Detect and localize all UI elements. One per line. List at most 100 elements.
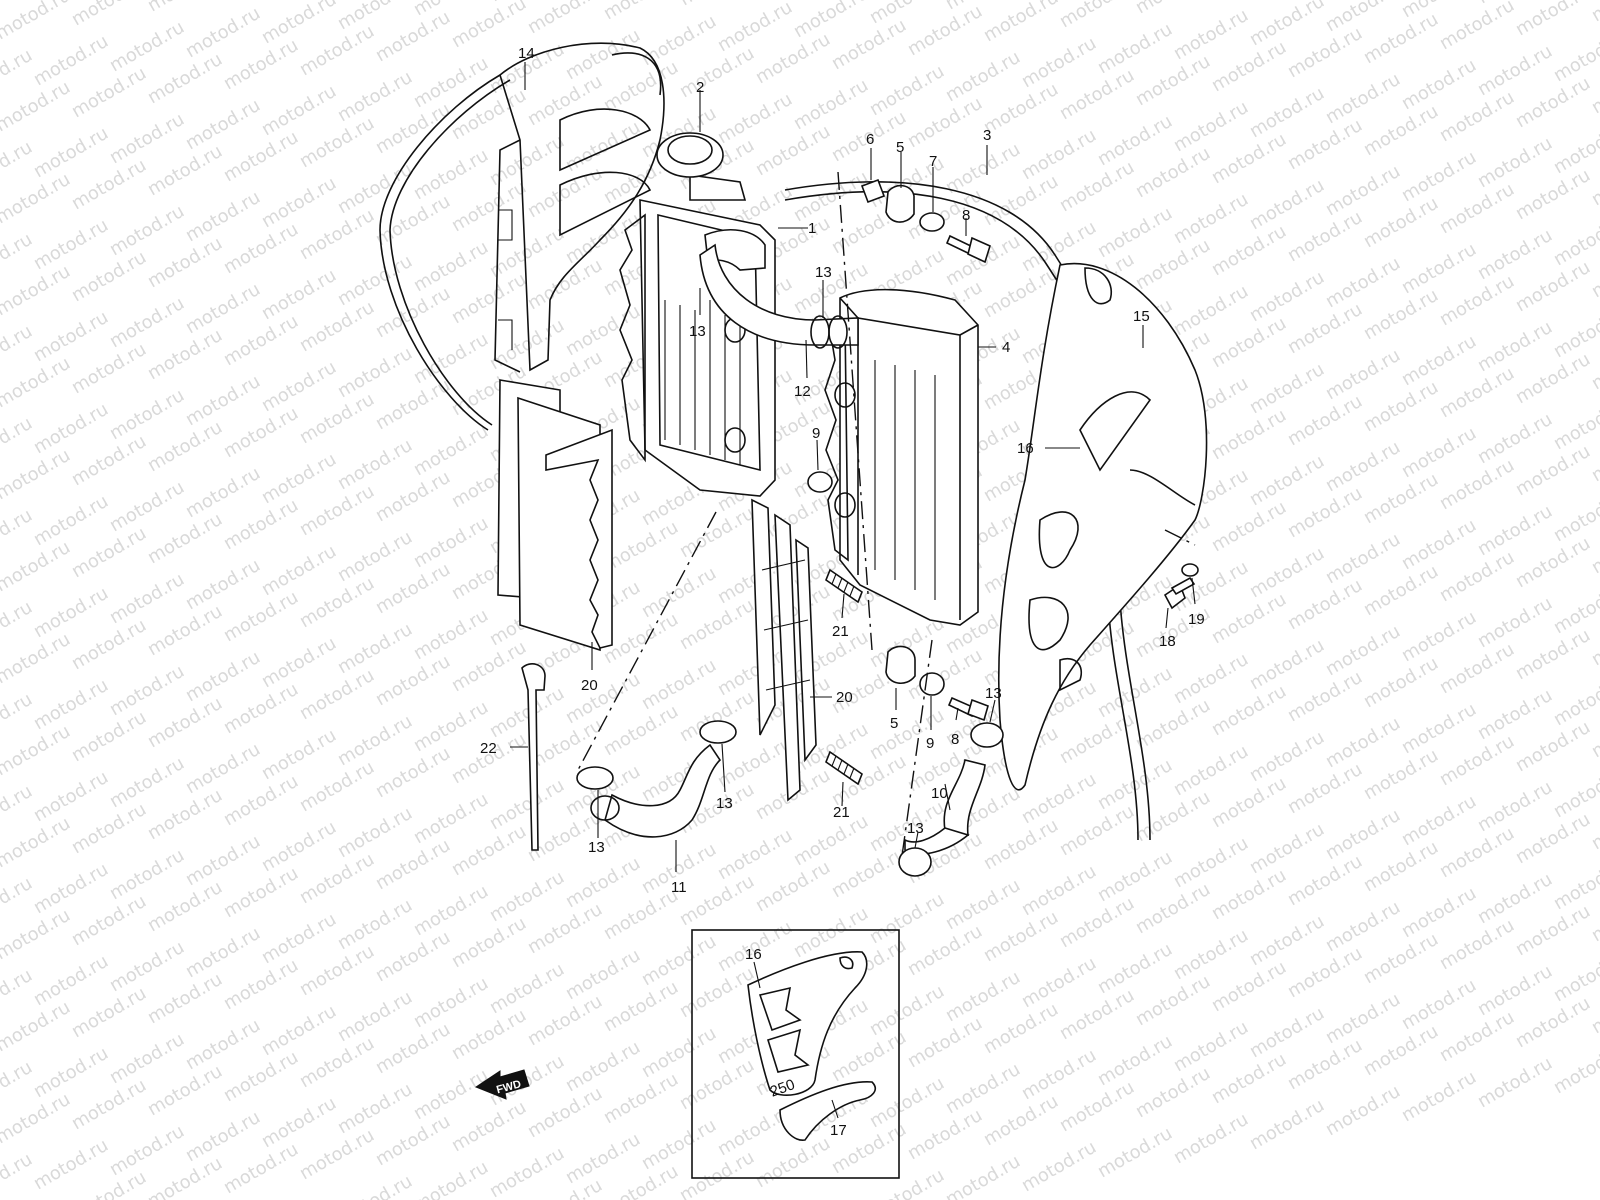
watermark-text: motod.ru xyxy=(600,1069,682,1128)
watermark-text: motod.ru xyxy=(1056,893,1138,952)
callout-13: 13 xyxy=(716,795,733,812)
watermark-text: motod.ru xyxy=(1284,1035,1366,1094)
watermark-text: motod.ru xyxy=(68,0,150,30)
watermark-text: motod.ru xyxy=(1360,837,1442,896)
watermark-text: motod.ru xyxy=(942,1059,1024,1118)
callout-20: 20 xyxy=(581,677,598,694)
watermark-text: motod.ru xyxy=(0,1149,36,1200)
watermark-text: motod.ru xyxy=(182,1015,264,1074)
callout-3: 3 xyxy=(983,127,991,144)
watermark-text: motod.ru xyxy=(220,1139,302,1198)
watermark-text: motod.ru xyxy=(182,187,264,246)
watermark-text: motod.ru xyxy=(1208,957,1290,1016)
watermark-text: motod.ru xyxy=(1322,437,1404,496)
watermark-text: motod.ru xyxy=(334,67,416,126)
watermark-text: motod.ru xyxy=(220,127,302,186)
watermark-text: motod.ru xyxy=(296,481,378,540)
watermark-text: motod.ru xyxy=(1436,179,1518,238)
watermark-text: motod.ru xyxy=(258,633,340,692)
watermark-text: motod.ru xyxy=(144,601,226,660)
watermark-text: motod.ru xyxy=(220,219,302,278)
watermark-text: motod.ru xyxy=(1094,111,1176,170)
watermark-text: motod.ru xyxy=(486,315,568,374)
watermark-text: motod.ru xyxy=(30,1043,112,1102)
watermark-text: motod.ru xyxy=(1474,961,1556,1020)
watermark-text: motod.ru xyxy=(334,895,416,954)
watermark-text: motod.ru xyxy=(828,843,910,902)
watermark-text: motod.ru xyxy=(258,725,340,784)
watermark-text: motod.ru xyxy=(144,693,226,752)
watermark-text: motod.ru xyxy=(1474,41,1556,100)
watermark-text: motod.ru xyxy=(562,117,644,176)
watermark-text: motod.ru xyxy=(562,209,644,268)
watermark-text: motod.ru xyxy=(1208,37,1290,96)
callout-13: 13 xyxy=(689,323,706,340)
callout-21: 21 xyxy=(832,623,849,640)
watermark-text: motod.ru xyxy=(334,159,416,218)
watermark-text: motod.ru xyxy=(144,1061,226,1120)
watermark-text: motod.ru xyxy=(182,647,264,706)
watermark-text: motod.ru xyxy=(144,233,226,292)
watermark-text: motod.ru xyxy=(1246,359,1328,418)
watermark-text: motod.ru xyxy=(562,25,644,84)
watermark-text: motod.ru xyxy=(1208,405,1290,464)
watermark-text: motod.ru xyxy=(1132,51,1214,110)
watermark-text: motod.ru xyxy=(1132,879,1214,938)
watermark-text: motod.ru xyxy=(790,0,872,42)
watermark-text: motod.ru xyxy=(1284,299,1366,358)
watermark-text: motod.ru xyxy=(220,311,302,370)
watermark-text: motod.ru xyxy=(1246,267,1328,326)
watermark-text: motod.ru xyxy=(1284,115,1366,174)
watermark-text: motod.ru xyxy=(752,857,834,916)
watermark-text: motod.ru xyxy=(106,845,188,904)
watermark-text: motod.ru xyxy=(334,251,416,310)
lower-hose-part-11 xyxy=(576,720,737,838)
watermark-text: motod.ru xyxy=(1512,165,1594,224)
watermark-text: motod.ru xyxy=(1436,0,1518,54)
watermark-text: motod.ru xyxy=(904,645,986,704)
watermark-text: motod.ru xyxy=(1284,667,1366,726)
radiator-cover-right-part-20 xyxy=(751,498,817,802)
watermark-text: motod.ru xyxy=(410,145,492,204)
watermark-text: motod.ru xyxy=(1246,1095,1328,1154)
watermark-text: motod.ru xyxy=(1436,1007,1518,1066)
watermark-text: motod.ru xyxy=(258,173,340,232)
watermark-text: motod.ru xyxy=(904,93,986,152)
watermark-text: motod.ru xyxy=(144,141,226,200)
watermark-text: motod.ru xyxy=(1474,317,1556,376)
watermark-text: motod.ru xyxy=(410,513,492,572)
watermark-text: motod.ru xyxy=(68,155,150,214)
watermark-text: motod.ru xyxy=(1246,911,1328,970)
watermark-text: motod.ru xyxy=(524,991,606,1050)
watermark-text: motod.ru xyxy=(1398,883,1480,942)
watermark-text: motod.ru xyxy=(1208,497,1290,556)
watermark-text: motod.ru xyxy=(942,875,1024,934)
callout-13: 13 xyxy=(907,820,924,837)
watermark-text: motod.ru xyxy=(866,61,948,120)
watermark-text: motod.ru xyxy=(562,301,644,360)
watermark-text: motod.ru xyxy=(1094,1031,1176,1090)
right-radiator-part-4 xyxy=(824,288,979,626)
watermark-text: motod.ru xyxy=(942,47,1024,106)
watermark-text: motod.ru xyxy=(1284,851,1366,910)
watermark-text: motod.ru xyxy=(486,683,568,742)
watermark-text: motod.ru xyxy=(1170,97,1252,156)
watermark-text: motod.ru xyxy=(30,675,112,734)
watermark-text: motod.ru xyxy=(714,825,796,884)
watermark-text: motod.ru xyxy=(600,57,682,116)
watermark-text: motod.ru xyxy=(1208,865,1290,924)
watermark-text: motod.ru xyxy=(942,967,1024,1026)
watermark-text: motod.ru xyxy=(296,1125,378,1184)
watermark-text: motod.ru xyxy=(1208,681,1290,740)
mounting-hardware-lower xyxy=(807,471,989,722)
watermark-text: motod.ru xyxy=(524,1083,606,1142)
watermark-text: motod.ru xyxy=(1360,1021,1442,1080)
watermark-text: motod.ru xyxy=(258,449,340,508)
watermark-text: motod.ru xyxy=(676,1055,758,1114)
watermark-text: motod.ru xyxy=(1436,547,1518,606)
watermark-text: motod.ru xyxy=(1284,943,1366,1002)
watermark-text: motod.ru xyxy=(1246,451,1328,510)
watermark-text: motod.ru xyxy=(106,201,188,260)
watermark-text: motod.ru xyxy=(334,1079,416,1138)
watermark-text: motod.ru xyxy=(410,973,492,1032)
